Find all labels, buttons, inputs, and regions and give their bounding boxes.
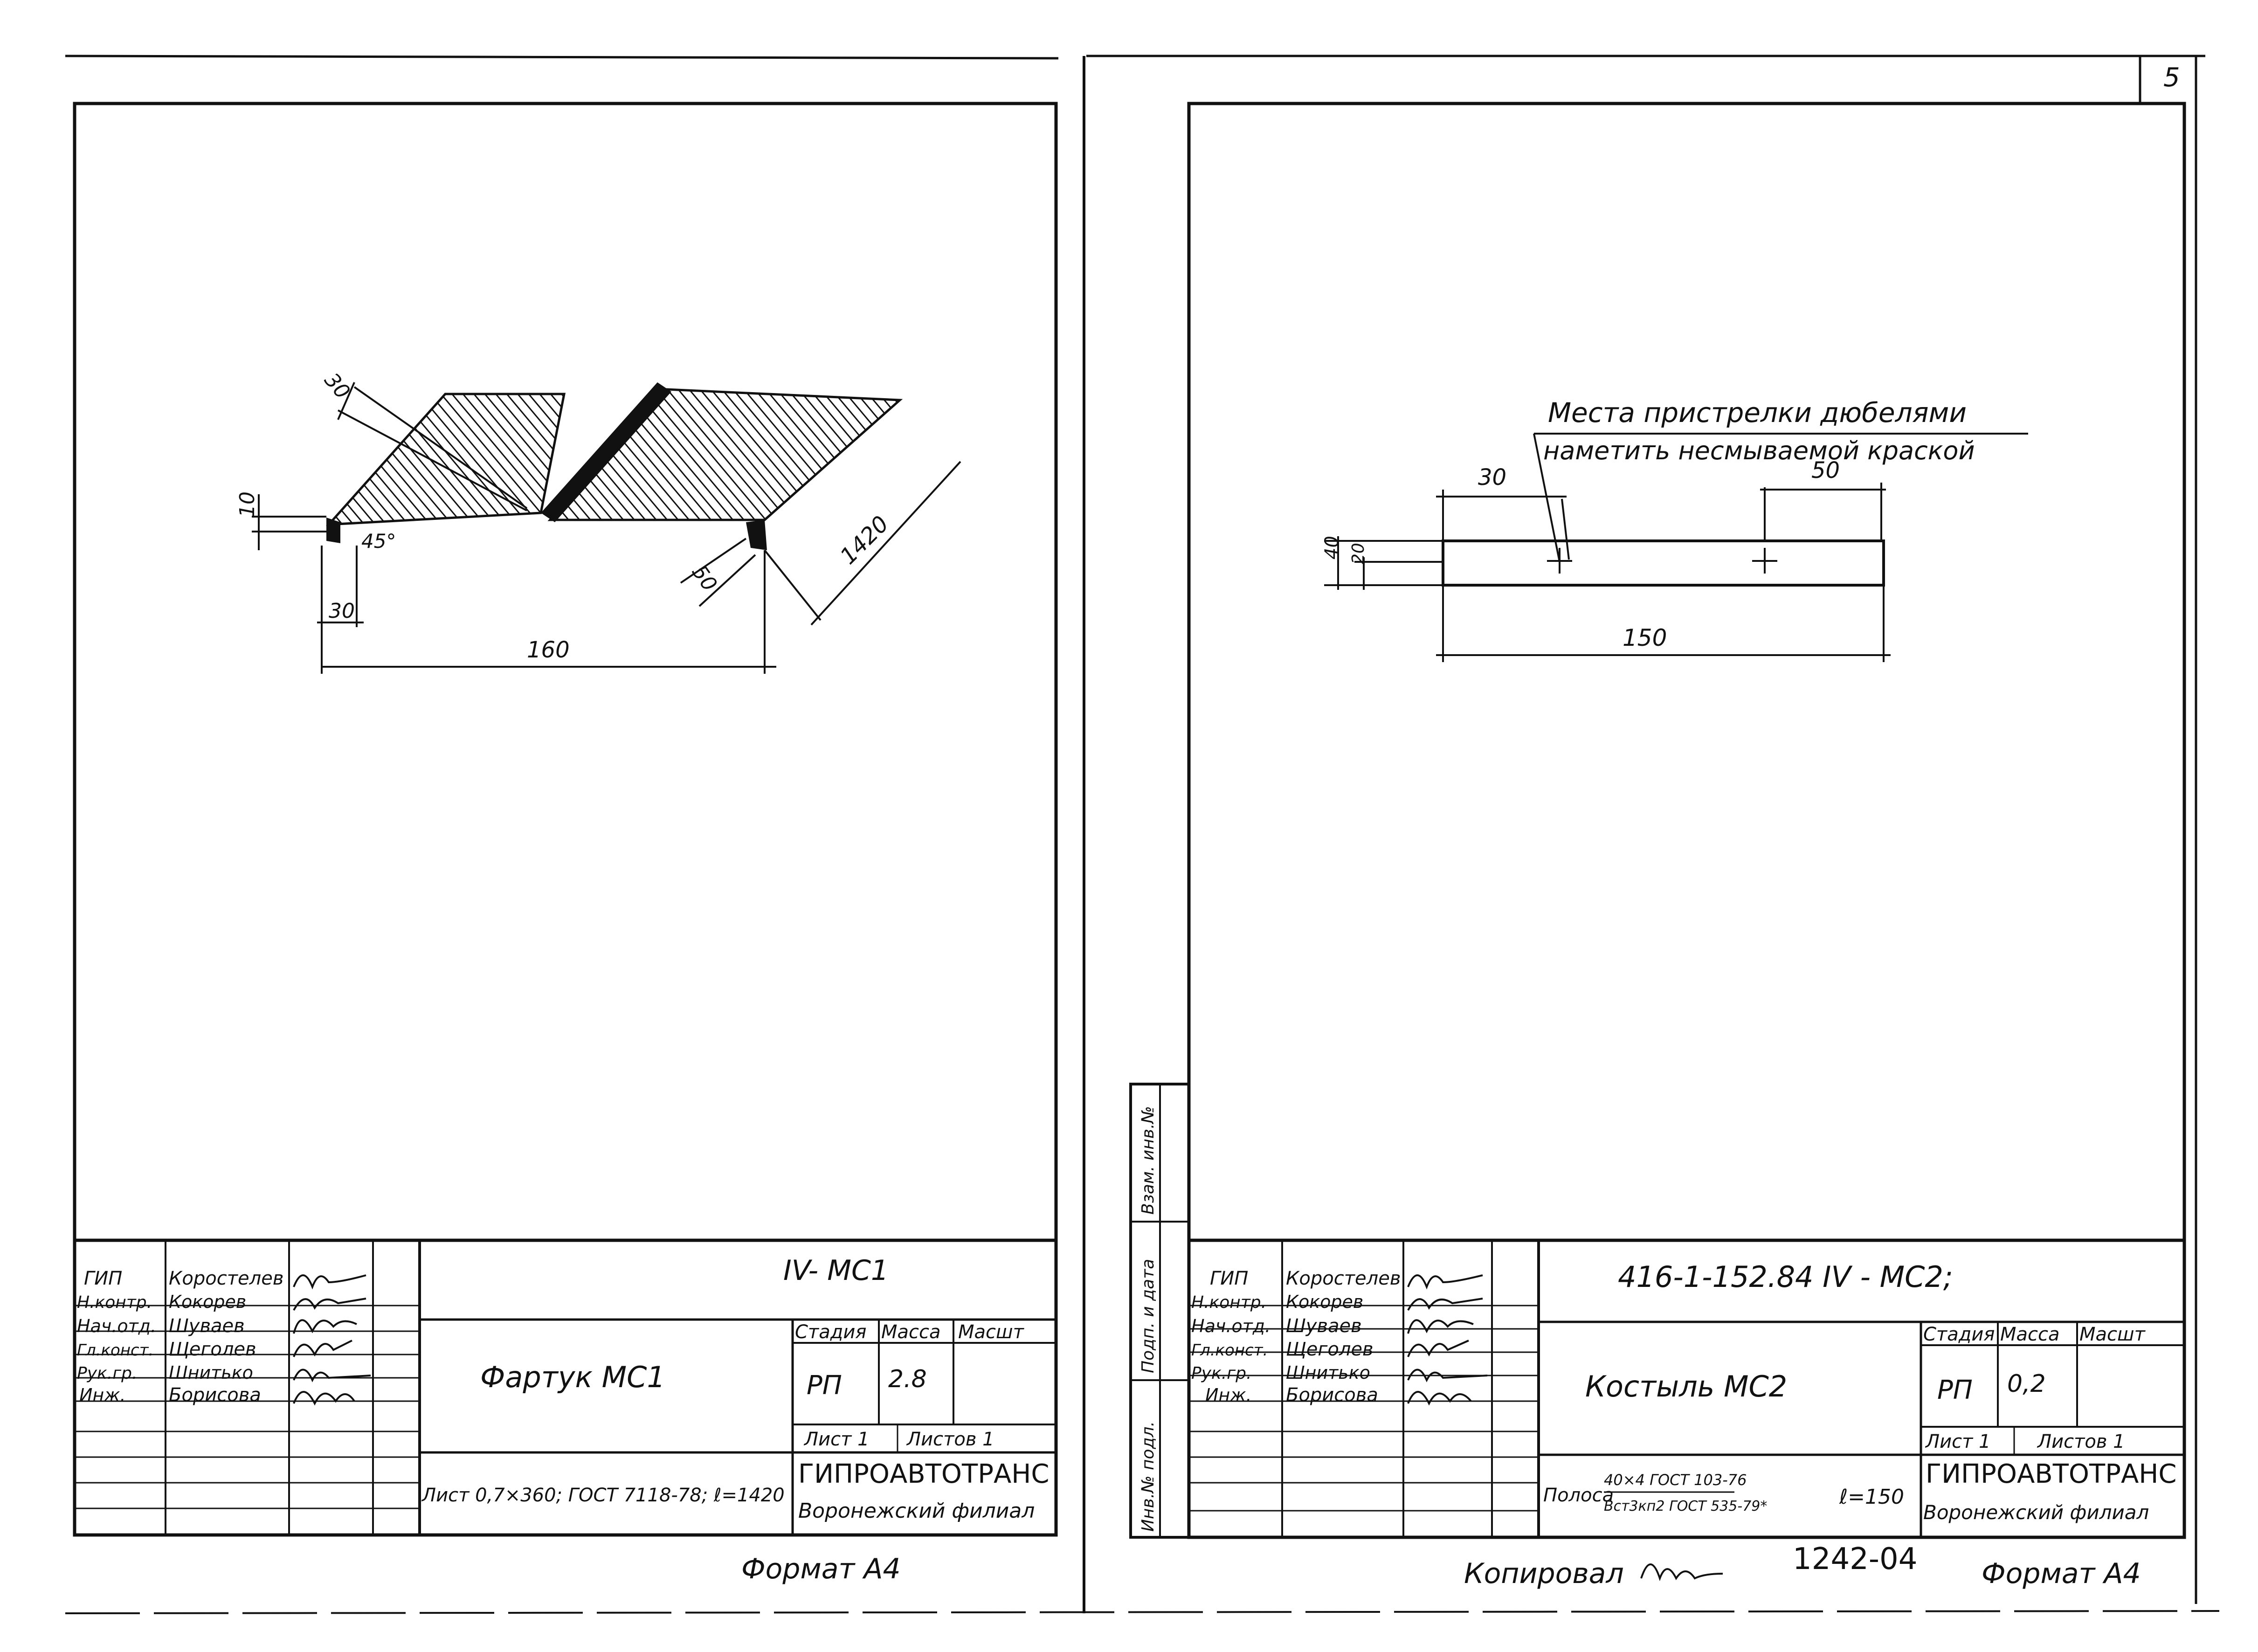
dim-10: 10 [235,491,259,518]
dim-45-degrees: 45° [361,530,396,553]
left-staff-list: ГИП Н.контр. Нач.отд. Гл.конст. Рук.гр. … [77,1268,283,1406]
dim-160: 160 [527,637,570,663]
role-gip: ГИП [1210,1268,1248,1289]
left-stage-value: РП [807,1370,842,1401]
right-signatures [1407,1274,1488,1406]
left-part-name: Фартук МС1 [480,1360,665,1394]
name-shnitko: Шнитько [169,1362,253,1383]
name-korostelev: Коростелев [169,1268,283,1289]
left-signatures [293,1274,371,1406]
side-label-vzam: Взам. инв.№ [1139,1106,1158,1215]
role-glkonst: Гл.конст. [77,1341,153,1360]
copier-signature [1640,1563,1723,1581]
apron-left-edge [326,518,340,543]
left-sheets-total: Листов 1 [906,1429,994,1450]
dim-30-bottom: 30 [329,599,355,623]
left-col-mass: Масса [881,1321,941,1343]
name-kokorev: Кокорев [169,1292,246,1312]
note-line-1: Места пристрелки дюбелями [1548,397,1967,429]
left-sheet-no: Лист 1 [803,1429,870,1450]
name-shchegolev: Щеголев [169,1339,256,1360]
left-title-block [73,1238,1058,1537]
role-inzh: Инж. [79,1385,126,1405]
name-borisova: Борисова [1286,1384,1378,1406]
apron-ridge [541,382,671,522]
dim-150: 150 [1623,624,1667,651]
left-branch: Воронежский филиал [798,1499,1035,1523]
name-shchegolev: Щеголев [1286,1339,1374,1360]
name-kokorev: Кокорев [1286,1292,1363,1312]
name-shuvaev: Шуваев [1286,1315,1362,1337]
dim-1420: 1420 [835,511,894,570]
left-material: Лист 0,7×360; ГОСТ 7118-78; ℓ=1420 [421,1485,785,1506]
role-glkonst: Гл.конст. [1191,1341,1268,1360]
right-material-prefix: Полоса [1543,1485,1614,1506]
right-mass-value: 0,2 [2007,1370,2046,1398]
right-col-mass: Масса [2000,1324,2060,1345]
right-org: ГИПРОАВТОТРАНС [1926,1459,2177,1489]
right-material-length: ℓ=150 [1839,1485,1904,1509]
right-stage-value: РП [1937,1375,1973,1405]
side-label-inv: Инв.№ подл. [1139,1421,1158,1532]
dim-30: 30 [1478,464,1506,491]
left-col-stage: Стадия [795,1321,866,1343]
role-rukgr: Рук.гр. [77,1364,137,1383]
left-drawing: 10 30 45° 30 160 1420 50 [235,368,961,674]
name-borisova: Борисова [169,1384,261,1406]
copied-label: Копировал [1464,1557,1624,1590]
note-line-2: наметить несмываемой краской [1543,436,1975,465]
role-inzh: Инж. [1205,1385,1252,1405]
name-shuvaev: Шуваев [169,1315,245,1337]
side-label-podp: Подп. и дата [1139,1259,1158,1373]
apron-left-face [326,393,566,526]
role-gip: ГИП [84,1268,122,1289]
left-dimensions [252,382,961,674]
crutch-strip [1442,539,1885,587]
right-drawing: Места пристрелки дюбелями наметить несмы… [1321,397,2028,662]
left-format: Формат А4 [741,1553,901,1585]
dim-50: 50 [1811,457,1840,484]
right-sheet-no: Лист 1 [1925,1431,1991,1452]
right-title-block [1187,1238,2186,1539]
dim-20: 20 [1349,543,1368,564]
left-mass-value: 2.8 [888,1365,927,1393]
role-nachotd: Нач.отд. [77,1316,156,1336]
name-korostelev: Коростелев [1286,1268,1401,1289]
role-nachotd: Нач.отд. [1191,1316,1271,1336]
right-format: Формат А4 [1982,1557,2141,1590]
role-nkontr: Н.контр. [77,1293,152,1312]
role-rukgr: Рук.гр. [1191,1364,1251,1383]
right-col-stage: Стадия [1923,1324,1995,1345]
apron-right-edge [746,520,767,550]
right-material-bottom: Вст3кп2 ГОСТ 535-79* [1604,1498,1767,1514]
right-sheets-total: Листов 1 [2037,1431,2125,1452]
doc-number: 1242-04 [1793,1542,1917,1576]
dim-30-top: 30 [320,368,355,404]
sheet-borders [65,55,2220,1614]
right-doc-code: 416-1-152.84 IV - MC2; [1618,1260,1953,1294]
right-staff-list: ГИП Н.контр. Нач.отд. Гл.конст. Рук.гр. … [1191,1268,1401,1406]
dim-40: 40 [1321,536,1343,560]
right-col-scale: Масшт [2079,1324,2146,1345]
name-shnitko: Шнитько [1286,1362,1370,1383]
right-branch: Воронежский филиал [1923,1501,2149,1524]
left-doc-code: IV- MC1 [783,1254,889,1287]
right-part-name: Костыль МС2 [1585,1369,1787,1403]
role-nkontr: Н.контр. [1191,1293,1266,1312]
left-col-scale: Масшт [958,1321,1025,1343]
page-number: 5 [2163,62,2180,93]
left-org: ГИПРОАВТОТРАНС [798,1459,1050,1489]
right-material-top: 40×4 ГОСТ 103-76 [1604,1471,1747,1489]
